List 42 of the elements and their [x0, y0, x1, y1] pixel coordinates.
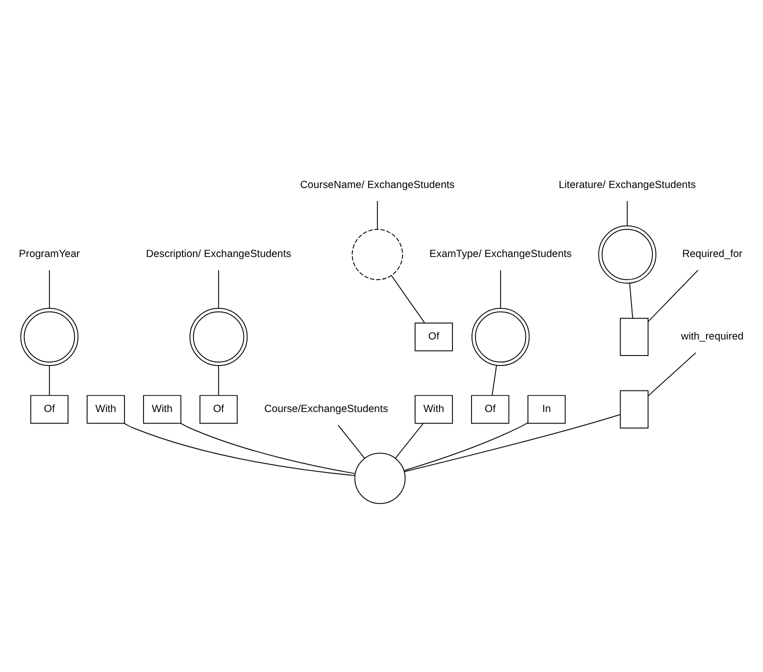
node-text: Description/ ExchangeStudents	[146, 248, 292, 260]
connector	[648, 352, 696, 396]
node-box: With	[86, 394, 125, 424]
connector	[629, 282, 634, 318]
node-box	[620, 317, 649, 356]
node-circle	[354, 452, 406, 504]
node-box: Of	[414, 322, 453, 351]
connector	[500, 269, 502, 308]
connector	[394, 422, 424, 458]
connector	[48, 364, 50, 396]
node-circle	[20, 307, 78, 366]
node-text: Literature/ ExchangeStudents	[558, 179, 696, 190]
connector	[124, 422, 356, 476]
connector	[376, 200, 378, 230]
node-box: Of	[30, 394, 68, 424]
node-text: ProgramYear	[18, 248, 80, 260]
connector	[218, 269, 220, 308]
node-circle	[352, 228, 403, 280]
connector	[218, 364, 220, 396]
connector	[338, 424, 366, 458]
node-text: Required_for	[682, 248, 742, 260]
node-box: With	[414, 394, 453, 424]
node-box	[620, 390, 649, 428]
connector	[492, 364, 497, 396]
node-text: ExamType/ ExchangeStudents	[429, 248, 572, 260]
connector	[404, 414, 621, 472]
node-box: Of	[200, 394, 238, 424]
node-box: With	[143, 394, 182, 424]
node-circle	[190, 307, 248, 366]
node-text: Course/ExchangeStudents	[264, 404, 388, 415]
connector	[648, 269, 698, 322]
connector	[626, 200, 628, 226]
node-box: Of	[471, 394, 510, 424]
node-text: with_required	[681, 331, 744, 342]
connector	[391, 274, 426, 323]
connector	[48, 269, 50, 308]
connector	[180, 422, 356, 474]
node-text: CourseName/ ExchangeStudents	[300, 179, 455, 190]
node-circle	[472, 307, 530, 366]
node-box: In	[527, 394, 566, 424]
node-circle	[598, 224, 656, 284]
connector	[404, 422, 528, 470]
